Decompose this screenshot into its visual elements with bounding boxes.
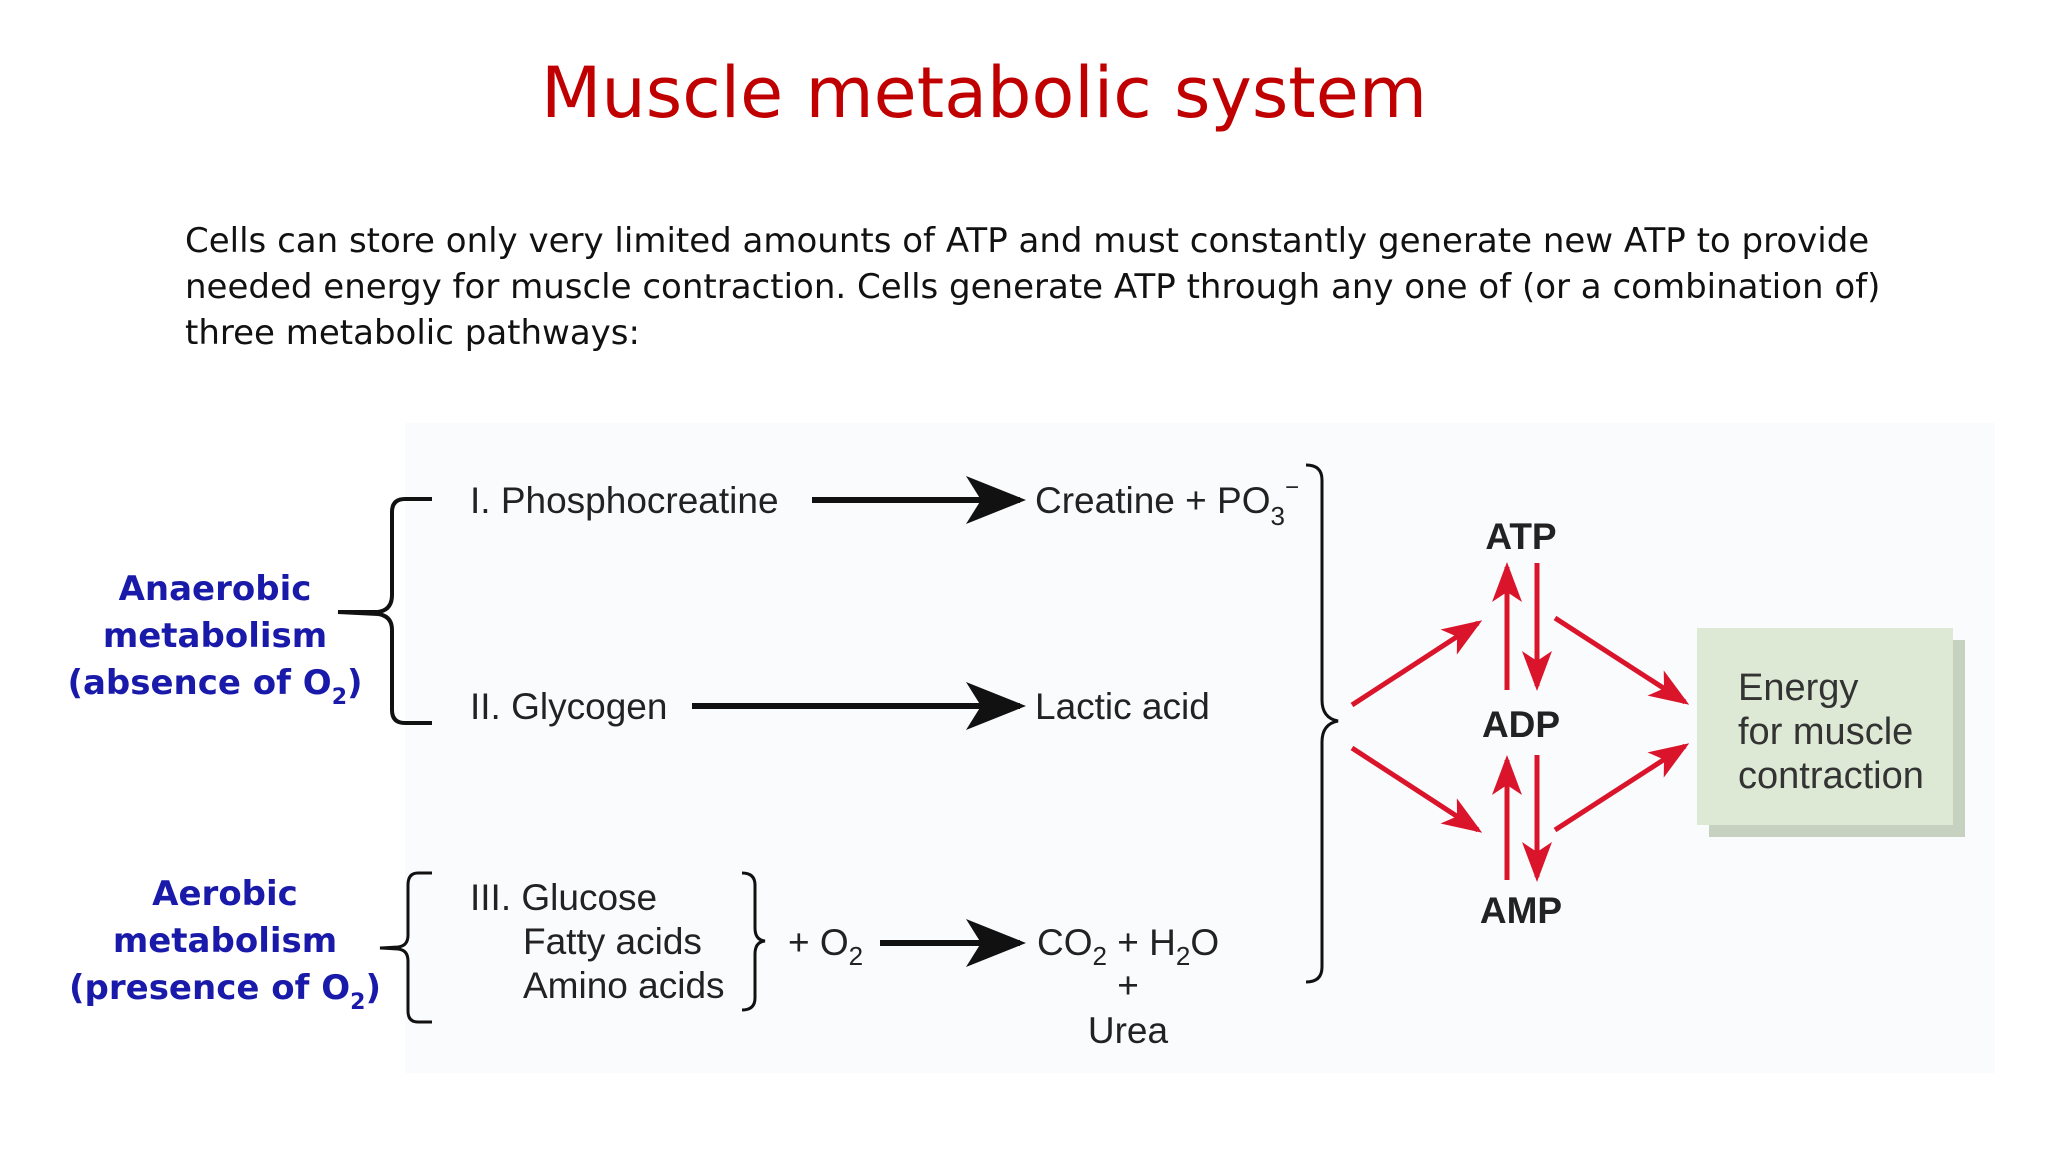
pathway1-source: I. Phosphocreatine xyxy=(470,480,779,521)
pathway3-urea: Urea xyxy=(1088,1010,1169,1051)
products-brace xyxy=(1305,463,1339,984)
aerobic-label: Aerobic metabolism (presence of O2) xyxy=(69,874,381,1015)
energy-box-line1: Energy xyxy=(1738,667,1858,709)
energy-box-line2: for muscle xyxy=(1738,711,1913,753)
pathway1-product: Creatine + PO3− xyxy=(1035,474,1299,531)
adp-label: ADP xyxy=(1482,704,1560,745)
aerobic-label-line3: (presence of O2) xyxy=(69,968,381,1015)
pathway3-plus: + xyxy=(1117,965,1139,1006)
pathway2-source: II. Glycogen xyxy=(470,686,667,727)
pathway3-source-glucose: III. Glucose xyxy=(470,877,657,918)
pathway3-source-brace xyxy=(741,871,766,1012)
aerobic-label-line1: Aerobic xyxy=(152,874,298,914)
slide-title: Muscle metabolic system xyxy=(540,52,1428,134)
anaerobic-label: Anaerobic metabolism (absence of O2) xyxy=(67,569,362,710)
pathway2-product: Lactic acid xyxy=(1035,686,1210,727)
pathway3-product: CO2 + H2O xyxy=(1037,922,1219,971)
arrow-to-amp xyxy=(1350,745,1483,833)
anaerobic-label-line1: Anaerobic xyxy=(119,569,312,609)
anaerobic-brace xyxy=(337,497,432,725)
atp-label: ATP xyxy=(1485,516,1556,557)
red-arrows xyxy=(1350,562,1690,882)
aerobic-brace xyxy=(379,871,432,1024)
pathway3-reagent: + O2 xyxy=(788,922,863,971)
intro-paragraph: Cells can store only very limited amount… xyxy=(185,221,1881,353)
pathway3-source-fatty-acids: Fatty acids xyxy=(523,921,702,962)
amp-label: AMP xyxy=(1480,890,1562,931)
arrow-adp-to-energy xyxy=(1553,743,1690,833)
anaerobic-label-line2: metabolism xyxy=(103,616,327,656)
arrow-atp-to-energy xyxy=(1553,615,1690,705)
pathway3-source-amino-acids: Amino acids xyxy=(523,965,725,1006)
arrow-to-atp xyxy=(1350,620,1483,708)
anaerobic-label-line3: (absence of O2) xyxy=(67,663,362,710)
energy-box xyxy=(1697,628,1953,825)
energy-box-line3: contraction xyxy=(1738,755,1924,797)
aerobic-label-line2: metabolism xyxy=(113,921,337,961)
